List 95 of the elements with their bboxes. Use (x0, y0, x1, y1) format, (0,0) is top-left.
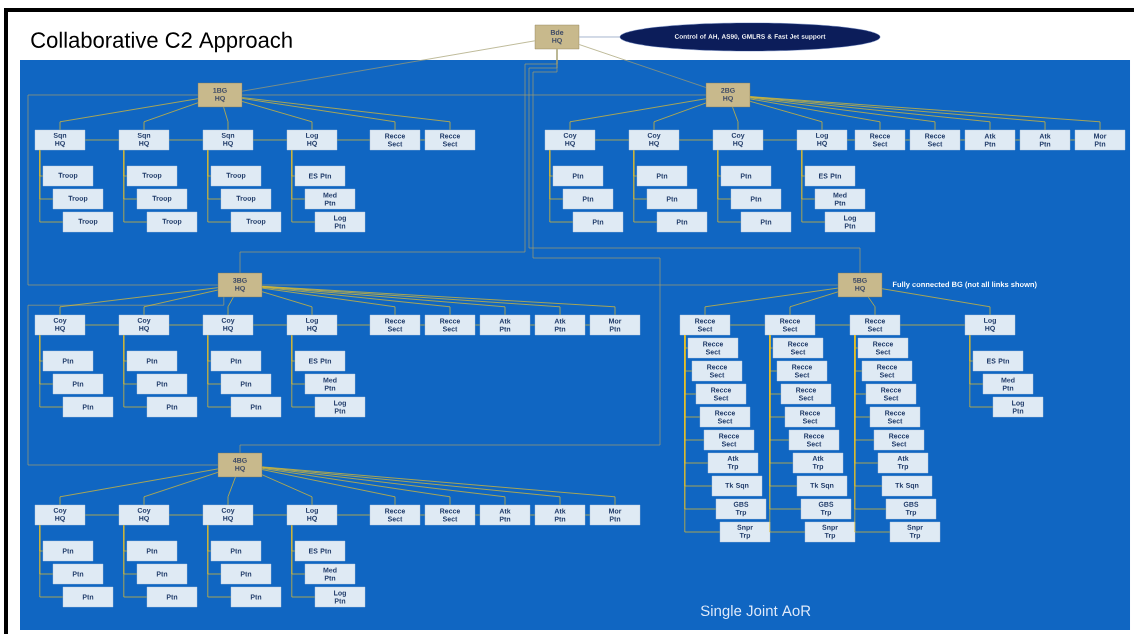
connector-line (846, 139, 856, 141)
connector-line (241, 97, 451, 131)
connector-line (168, 514, 204, 516)
connector-line (749, 96, 1101, 131)
connector-line (27, 94, 219, 286)
connector-line (261, 287, 396, 316)
connector-line (84, 139, 120, 141)
connector-line (123, 334, 148, 408)
connector-line (717, 149, 742, 223)
connector-line (881, 288, 991, 316)
connector-line (223, 106, 229, 131)
connector-line (419, 514, 426, 516)
connector-line (419, 324, 426, 326)
connector-line (529, 324, 536, 326)
connector-line (868, 296, 876, 316)
connector-line (419, 139, 426, 141)
connector-line (704, 287, 839, 316)
connector-line (729, 324, 766, 326)
connector-line (529, 514, 536, 516)
connector-line (578, 44, 707, 88)
connector-line (261, 286, 451, 316)
connector-line (261, 469, 396, 506)
connector-line (59, 468, 219, 506)
connector-line (594, 139, 630, 141)
connector-line (769, 334, 806, 533)
connector-line (168, 324, 204, 326)
connector-line (84, 324, 120, 326)
connector-line (633, 149, 658, 223)
connector-line (241, 94, 707, 96)
connector-line (168, 139, 204, 141)
connector-line (59, 98, 199, 131)
connector-line (749, 97, 936, 131)
connector-line (569, 98, 707, 131)
connector-line (84, 514, 120, 516)
connector-line (336, 324, 371, 326)
connector-line (227, 476, 236, 506)
connector-line (578, 36, 621, 38)
connector-line (684, 334, 721, 533)
connector-line (261, 284, 839, 286)
connector-line (239, 48, 661, 454)
connector-line (143, 102, 199, 131)
connector-line (749, 101, 823, 131)
connector-line (474, 514, 481, 516)
connector-line (653, 102, 707, 131)
connector-line (143, 472, 219, 506)
connector-line (1014, 139, 1021, 141)
connector-line (474, 324, 481, 326)
connector-line (959, 139, 966, 141)
connector-line (261, 468, 451, 506)
connector-line (549, 149, 574, 223)
connector-line (207, 149, 232, 223)
connector-line (732, 106, 739, 131)
connector-line (143, 289, 219, 316)
connector-line (749, 96, 1046, 131)
title: Collaborative C2 Approach (31, 31, 292, 53)
connector-line (801, 149, 826, 223)
connector-line (252, 324, 288, 326)
connector-line (261, 474, 313, 506)
connector-line (261, 291, 313, 316)
connector-line (854, 334, 891, 533)
connector-line (291, 524, 316, 598)
connector-line (814, 324, 851, 326)
connector-line (261, 286, 506, 316)
connector-line (252, 514, 288, 516)
connector-line (123, 149, 148, 223)
connector-line (1069, 139, 1076, 141)
connector-line (291, 334, 316, 408)
connector-line (261, 467, 506, 506)
connector-line (59, 287, 219, 316)
connector-line (336, 514, 371, 516)
connector-line (899, 324, 966, 326)
connector-line (336, 139, 371, 141)
connector-line (969, 334, 994, 408)
connector-line (584, 514, 591, 516)
connector-line (27, 296, 225, 466)
connector-line (584, 324, 591, 326)
connector-line (227, 296, 234, 316)
connector-line (789, 291, 839, 316)
connector-line (39, 149, 64, 223)
connector-line (39, 334, 64, 408)
connector-line (678, 139, 714, 141)
connector-line (291, 149, 316, 223)
connector-line (241, 101, 313, 131)
connector-line (123, 524, 148, 598)
connector-line (241, 40, 536, 92)
connector-line (749, 98, 881, 131)
connector-line (252, 139, 288, 141)
connector-line (241, 98, 396, 131)
connector-line (207, 524, 232, 598)
connector-line (207, 334, 232, 408)
connector-line (39, 524, 64, 598)
connector-line (904, 139, 911, 141)
connector-line (762, 139, 798, 141)
connector-line (261, 466, 616, 506)
connector-line (261, 285, 616, 316)
